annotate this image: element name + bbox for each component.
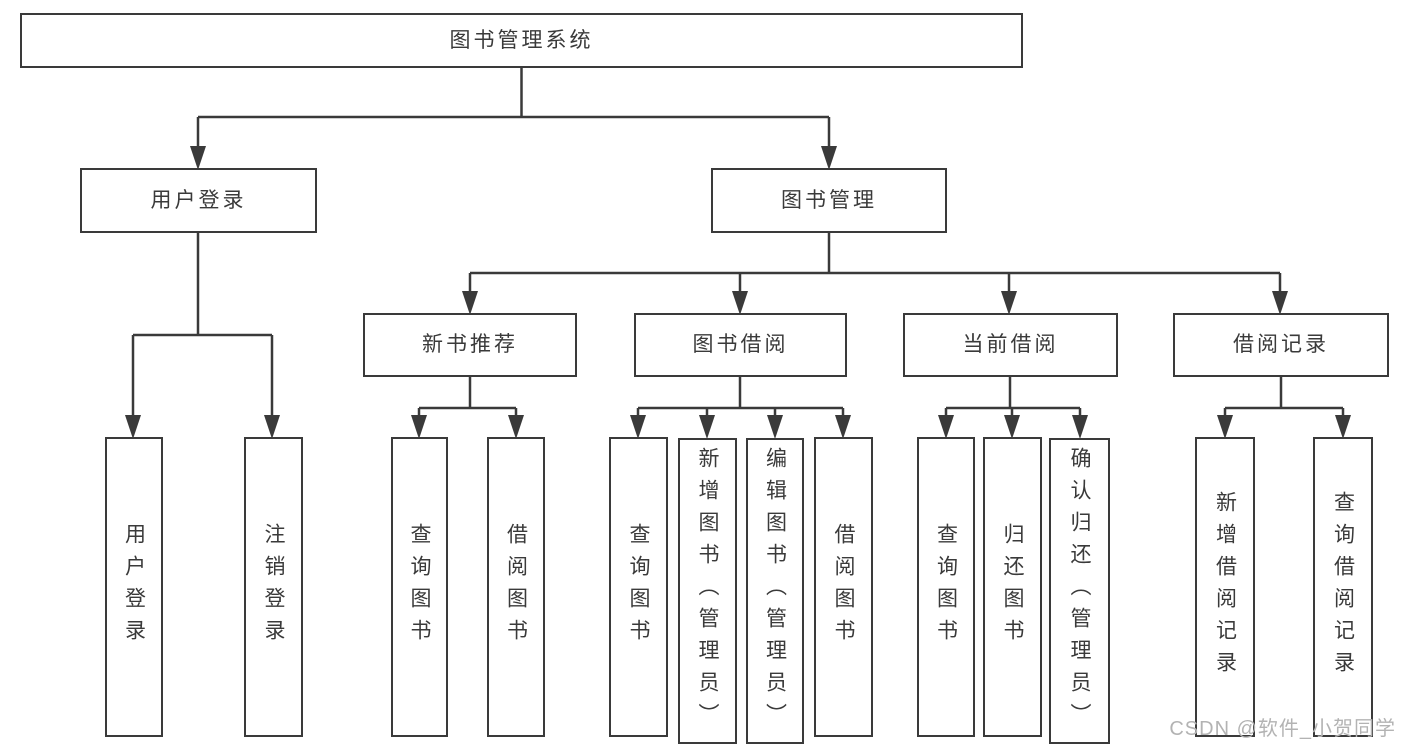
node-current-borrowing: 当前借阅 [903,313,1118,377]
node-root: 图书管理系统 [20,13,1023,68]
node-leaf-return-book: 归还图书 [983,437,1042,737]
node-leaf-borrow-books-2: 借阅图书 [814,437,873,737]
node-book-borrowing: 图书借阅 [634,313,847,377]
node-leaf-query-borrow-record: 查询借阅记录 [1313,437,1373,737]
node-user-login: 用户登录 [80,168,317,233]
node-leaf-query-books-2: 查询图书 [609,437,668,737]
node-leaf-edit-book-admin: 编辑图书（管理员） [746,438,804,744]
node-leaf-add-borrow-record: 新增借阅记录 [1195,437,1255,737]
node-leaf-logout: 注销登录 [244,437,303,737]
node-leaf-query-books-1: 查询图书 [391,437,448,737]
node-leaf-query-books-3: 查询图书 [917,437,975,737]
node-leaf-user-login: 用户登录 [105,437,163,737]
watermark: CSDN @软件_小贺同学 [1169,718,1396,740]
node-new-book-recommend: 新书推荐 [363,313,577,377]
node-leaf-confirm-return-admin: 确认归还（管理员） [1049,438,1110,744]
node-borrow-records: 借阅记录 [1173,313,1389,377]
node-leaf-borrow-books-1: 借阅图书 [487,437,545,737]
node-leaf-add-book-admin: 新增图书（管理员） [678,438,737,744]
node-book-management: 图书管理 [711,168,947,233]
